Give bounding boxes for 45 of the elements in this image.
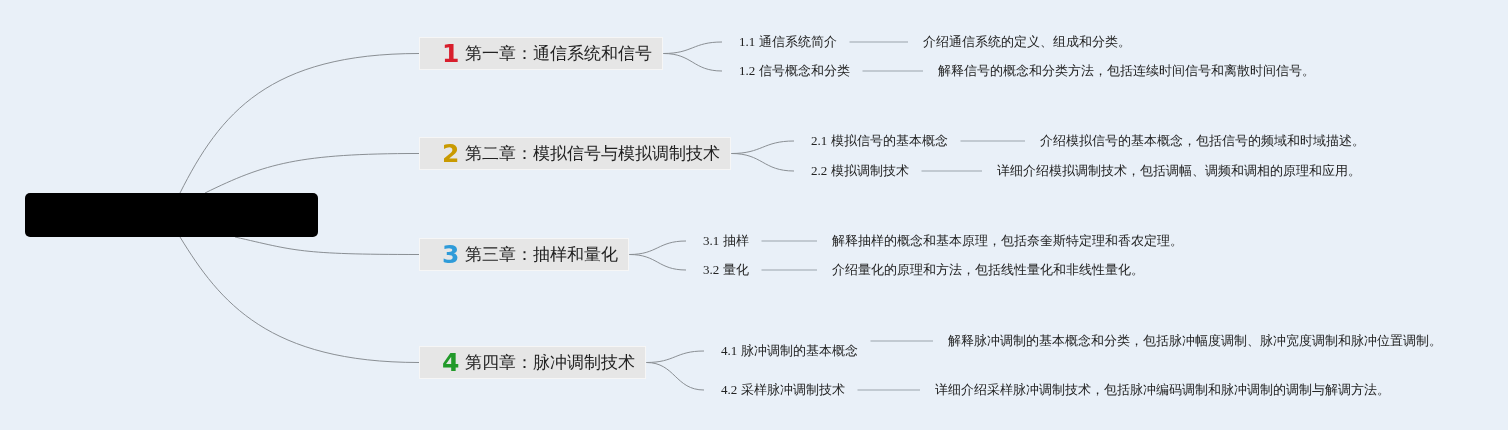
chapter-title: 第四章：脉冲调制技术 (465, 352, 636, 374)
branch-line (234, 236, 420, 255)
connector-line (761, 269, 818, 271)
description-text: 解释抽样的概念和基本原理，包括奈奎斯特定理和香农定理。 (817, 232, 1183, 250)
chapter-box (419, 137, 732, 170)
branch-line (662, 53, 723, 72)
connector-line (849, 41, 909, 43)
branch-line (204, 153, 420, 194)
connector-line (761, 240, 818, 242)
chapter-box (419, 346, 647, 379)
chapter-number: 2 (442, 139, 460, 168)
root-box (25, 193, 318, 237)
chapter-box (419, 37, 664, 70)
section-title: 4.1 脉冲调制的基本概念 (704, 342, 871, 360)
chapter-number: 3 (442, 240, 460, 269)
description-text: 介绍模拟信号的基本概念，包括信号的频域和时域描述。 (1025, 132, 1365, 150)
section-title: 3.1 抽样 (686, 232, 762, 250)
chapter-number: 4 (442, 348, 460, 377)
section-title: 2.1 模拟信号的基本概念 (794, 132, 961, 150)
description-text: 介绍量化的原理和方法，包括线性量化和非线性量化。 (817, 261, 1144, 279)
connector-line (960, 140, 1026, 142)
section-title: 2.2 模拟调制技术 (794, 162, 922, 180)
branch-line (730, 153, 795, 172)
branch-line (179, 236, 420, 363)
chapter-title: 第三章：抽样和量化 (465, 244, 619, 266)
connector-line (921, 170, 983, 172)
chapter-number: 1 (442, 39, 460, 68)
section-title: 1.1 通信系统简介 (722, 33, 850, 51)
section-title: 1.2 信号概念和分类 (722, 62, 863, 80)
chapter-title: 第二章：模拟信号与模拟调制技术 (465, 143, 721, 165)
description-text: 详细介绍模拟调制技术，包括调幅、调频和调相的原理和应用。 (982, 162, 1361, 180)
branch-line (179, 53, 420, 194)
chapter-title: 第一章：通信系统和信号 (465, 43, 653, 65)
branch-line (628, 254, 687, 271)
section-title: 3.2 量化 (686, 261, 762, 279)
section-title: 4.2 采样脉冲调制技术 (704, 381, 858, 399)
description-text: 详细介绍采样脉冲调制技术，包括脉冲编码调制和脉冲调制的调制与解调方法。 (920, 381, 1390, 399)
chapter-box (419, 238, 630, 271)
connector-line (857, 389, 921, 391)
description-text: 解释脉冲调制的基本概念和分类，包括脉冲幅度调制、脉冲宽度调制和脉冲位置调制。 (933, 332, 1445, 350)
description-text: 介绍通信系统的定义、组成和分类。 (908, 33, 1131, 51)
description-text: 解释信号的概念和分类方法，包括连续时间信号和离散时间信号。 (923, 62, 1315, 80)
branch-line (645, 362, 705, 391)
connector-line (862, 70, 924, 72)
connector-line (870, 340, 934, 342)
